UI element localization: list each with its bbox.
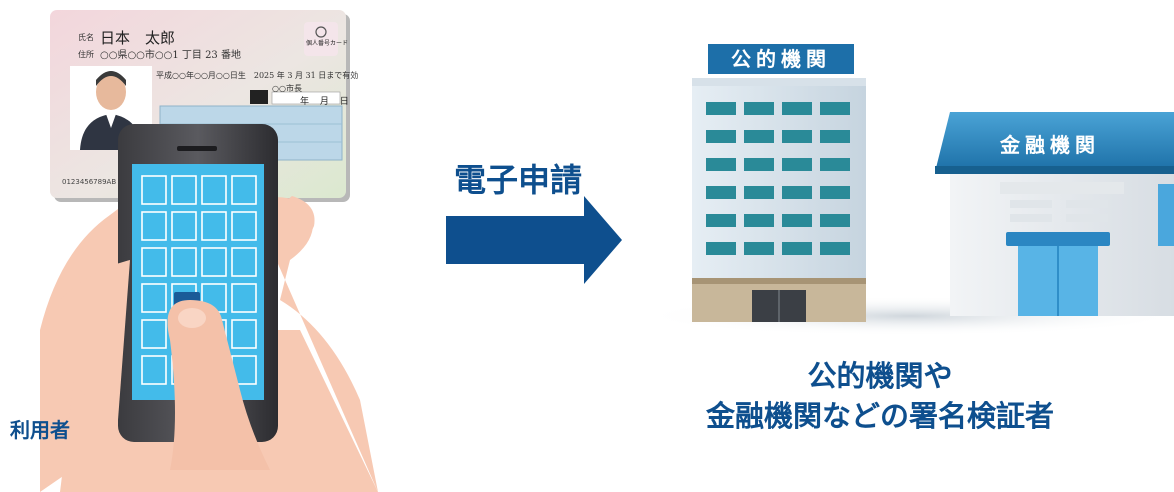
- card-birth-expiry: 平成○○年○○月○○日生 2025 年 3 月 31 日まで有効: [156, 71, 359, 80]
- phone-key: [141, 283, 167, 313]
- phone-key: [201, 247, 227, 277]
- building-window: [820, 186, 850, 199]
- phone-key: [141, 211, 167, 241]
- office-building-icon: [692, 78, 866, 322]
- building-window: [782, 242, 812, 255]
- electronic-application-label: 電子申請: [454, 161, 583, 199]
- card-address-label: 住所: [78, 50, 94, 59]
- phone-key: [171, 247, 197, 277]
- building-window: [782, 186, 812, 199]
- building-window: [782, 102, 812, 115]
- building-window: [706, 242, 736, 255]
- card-date-fields: 年 月 日: [300, 97, 353, 107]
- phone-key: [231, 211, 257, 241]
- user-label: 利用者: [10, 418, 70, 442]
- phone-key: [201, 175, 227, 205]
- card-name-label: 氏名: [78, 33, 94, 42]
- signature-verifier-caption: 公的機関や 金融機関などの署名検証者: [700, 356, 1060, 436]
- building-window: [820, 214, 850, 227]
- building-window: [782, 130, 812, 143]
- bank-building-icon: [935, 112, 1174, 316]
- card-issuer: ○○市長: [272, 84, 302, 93]
- building-window: [820, 102, 850, 115]
- phone-key: [231, 283, 257, 313]
- bank-window: [1010, 200, 1052, 208]
- financial-institution-label: 金融機関: [1000, 133, 1100, 157]
- building-window: [706, 158, 736, 171]
- phone-key: [141, 175, 167, 205]
- building-window: [744, 102, 774, 115]
- building-window: [706, 186, 736, 199]
- card-name: 日本 太郎: [100, 29, 176, 47]
- building-window: [744, 158, 774, 171]
- index-finger: [60, 196, 315, 470]
- phone-key: [231, 247, 257, 277]
- card-badge-label: 個人番号カード: [306, 40, 349, 47]
- building-window: [744, 242, 774, 255]
- building-window: [782, 214, 812, 227]
- bank-window: [1010, 214, 1052, 222]
- public-institution-label: 公的機関: [708, 44, 854, 74]
- phone-key: [171, 211, 197, 241]
- caption-line-1: 公的機関や: [807, 359, 953, 393]
- caption-line-2: 金融機関などの署名検証者: [705, 399, 1054, 433]
- card-number: 0123456789AB: [62, 178, 117, 186]
- phone-key: [141, 319, 167, 349]
- bank-window: [1066, 214, 1108, 222]
- phone-key: [231, 319, 257, 349]
- phone-key: [201, 211, 227, 241]
- right-arrow-icon: [446, 196, 622, 284]
- phone-key: [141, 247, 167, 277]
- building-window: [744, 130, 774, 143]
- building-window: [744, 214, 774, 227]
- card-address: ○○県○○市○○1 丁目 23 番地: [100, 50, 241, 61]
- building-window: [706, 102, 736, 115]
- building-window: [706, 130, 736, 143]
- building-window: [820, 242, 850, 255]
- bank-window: [1066, 200, 1108, 208]
- building-window: [744, 186, 774, 199]
- phone-key: [141, 355, 167, 385]
- building-window: [782, 158, 812, 171]
- building-window: [820, 130, 850, 143]
- building-window: [820, 158, 850, 171]
- building-window: [706, 214, 736, 227]
- phone-key: [171, 175, 197, 205]
- phone-key: [231, 175, 257, 205]
